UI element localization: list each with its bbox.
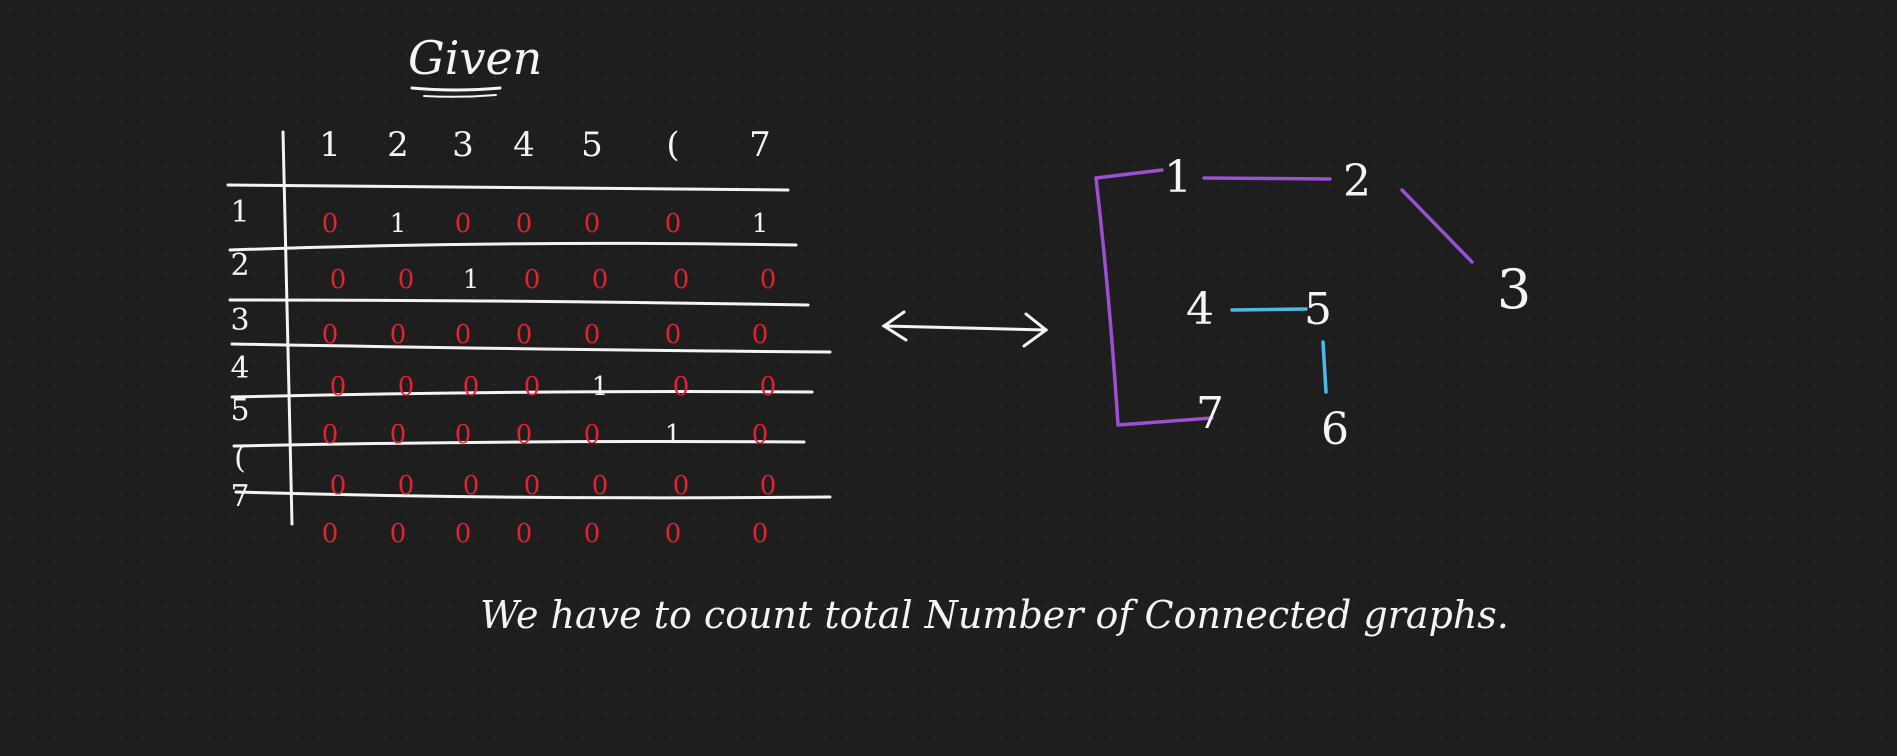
column-header: 2 — [387, 125, 409, 165]
matrix-cell: 0 — [322, 519, 339, 549]
matrix-cell: 0 — [752, 519, 769, 549]
matrix-cell: 0 — [673, 265, 690, 295]
graph-edge-5-6 — [1321, 340, 1328, 394]
matrix-cell: 0 — [390, 519, 407, 549]
matrix-cell: 0 — [673, 471, 690, 501]
matrix-cell: 0 — [665, 209, 682, 239]
graph-node-6: 6 — [1321, 404, 1349, 455]
matrix-cell: 0 — [455, 519, 472, 549]
matrix-cell: 0 — [760, 265, 777, 295]
column-header: 1 — [319, 125, 341, 165]
graph-node-5: 5 — [1304, 284, 1332, 335]
row-label: 3 — [230, 303, 249, 338]
column-header: 5 — [581, 125, 603, 165]
matrix-cells: 0 1 0 0 0 0 1 0 0 1 0 0 0 0 0 0 0 0 0 0 0 0 0 0 0 1 0 0 0 0 0 0 0 1 0 0 0 0 0 0… — [322, 209, 777, 549]
column-header: 4 — [513, 125, 535, 165]
matrix-cell: 0 — [584, 209, 601, 239]
matrix-cell: 0 — [463, 372, 480, 402]
matrix-cell: 0 — [322, 209, 339, 239]
matrix-cell: 0 — [322, 320, 339, 350]
matrix-row-labels: 1 2 3 4 5 (7 — [230, 195, 249, 514]
matrix-cell: 0 — [673, 372, 690, 402]
graph-node-3: 3 — [1497, 258, 1531, 321]
matrix-cell: 0 — [584, 320, 601, 350]
row-label: 4 — [230, 351, 249, 386]
matrix-vertical-line — [281, 130, 294, 526]
matrix-cell: 0 — [398, 372, 415, 402]
matrix-cell: 0 — [398, 471, 415, 501]
graph-edges — [1094, 168, 1474, 427]
row-label: 7 — [230, 479, 249, 514]
caption: We have to count total Number of Connect… — [480, 593, 1509, 637]
title-underline — [410, 86, 502, 92]
matrix-cell: 1 — [592, 372, 609, 402]
row-label: 5 — [230, 393, 249, 428]
matrix-cell: 1 — [390, 209, 407, 239]
matrix-cell: 0 — [524, 471, 541, 501]
graph-nodes: 1 2 3 4 5 6 7 — [1164, 152, 1531, 455]
matrix-cell: 0 — [584, 420, 601, 450]
matrix-row-line — [226, 183, 790, 192]
graph-node-4: 4 — [1186, 284, 1214, 335]
matrix-cell: 0 — [330, 471, 347, 501]
row-label: 2 — [230, 248, 249, 283]
matrix-cell: 0 — [322, 420, 339, 450]
matrix-cell: 0 — [752, 420, 769, 450]
matrix-cell: 0 — [398, 265, 415, 295]
graph-node-2: 2 — [1343, 156, 1371, 207]
matrix-cell: 0 — [524, 372, 541, 402]
graph-edge-2-3 — [1400, 188, 1474, 264]
matrix-cell: 1 — [665, 420, 682, 450]
graph-edge-1-7 — [1094, 168, 1214, 427]
row-label: 1 — [230, 195, 249, 230]
matrix-cell: 0 — [592, 471, 609, 501]
matrix-cell: 0 — [584, 519, 601, 549]
matrix-cell: 0 — [516, 320, 533, 350]
matrix-cell: 0 — [760, 372, 777, 402]
matrix-cell: 0 — [390, 320, 407, 350]
matrix-cell: 0 — [752, 320, 769, 350]
title-given: Given — [408, 31, 542, 85]
matrix-cell: 0 — [463, 471, 480, 501]
matrix-cell: 0 — [455, 320, 472, 350]
title-underline-2 — [423, 94, 497, 98]
graph-edge-4-5 — [1230, 307, 1308, 312]
matrix-cell: 0 — [516, 209, 533, 239]
matrix-row-line — [234, 490, 832, 500]
graph-edge-1-2 — [1202, 176, 1332, 181]
matrix-cell: 0 — [330, 265, 347, 295]
matrix-grid — [226, 130, 832, 526]
matrix-cell: 1 — [752, 209, 769, 239]
matrix-cell: 0 — [330, 372, 347, 402]
matrix-cell: 0 — [516, 519, 533, 549]
matrix-cell: 0 — [760, 471, 777, 501]
column-header: ( — [666, 125, 679, 165]
row-label: ( — [234, 441, 246, 476]
matrix-cell: 0 — [390, 420, 407, 450]
matrix-cell: 1 — [463, 265, 480, 295]
column-header: 3 — [452, 125, 474, 165]
matrix-row-line — [232, 440, 806, 448]
matrix-cell: 0 — [665, 519, 682, 549]
matrix-row-line — [228, 298, 810, 307]
matrix-row-line — [230, 390, 814, 399]
matrix-cell: 0 — [592, 265, 609, 295]
double-headed-arrow-icon — [881, 310, 1049, 348]
matrix-cell: 0 — [455, 420, 472, 450]
graph-node-1: 1 — [1164, 152, 1192, 203]
matrix-cell: 0 — [455, 209, 472, 239]
graph-node-7: 7 — [1196, 388, 1224, 439]
matrix-row-line — [228, 241, 798, 252]
matrix-row-line — [230, 342, 832, 354]
matrix-cell: 0 — [516, 420, 533, 450]
column-header: 7 — [749, 125, 771, 165]
matrix-cell: 0 — [524, 265, 541, 295]
matrix-cell: 0 — [665, 320, 682, 350]
